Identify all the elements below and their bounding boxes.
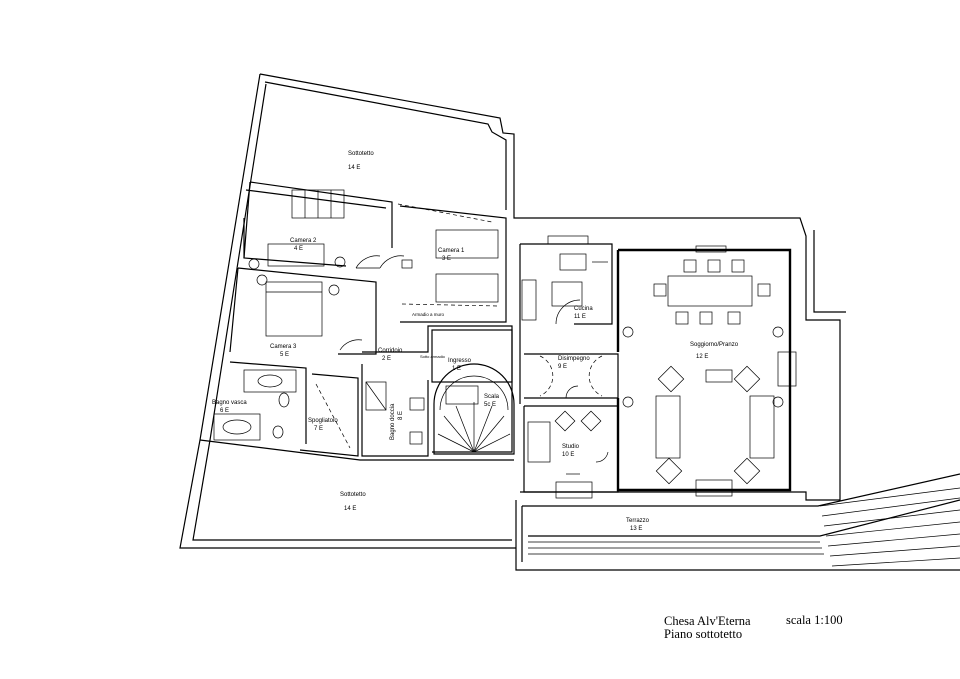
title-block: Chesa Alv'Eterna Piano sottotetto scala …	[664, 613, 843, 641]
project-title: Chesa Alv'Eterna	[664, 614, 751, 628]
room-code-terrazzo: 13 E	[630, 526, 642, 532]
sheet-title: Piano sottotetto	[664, 627, 742, 641]
scale-label: scala 1:100	[786, 613, 843, 627]
room-code-bagno-doccia: 8 E	[398, 411, 404, 420]
room-code-soggiorno: 12 E	[696, 354, 708, 360]
room-labels: Sottotetto 14 E Camera 2 4 E Camera 1 3 …	[212, 151, 739, 532]
room-label-camera-1: Camera 1	[438, 248, 465, 254]
room-code-camera-1: 3 E	[442, 256, 451, 262]
room-label-sottotetto-top: Sottotetto	[348, 151, 374, 157]
room-label-cucina: Cucina	[574, 306, 593, 312]
room-code-sottotetto-bottom: 14 E	[344, 506, 356, 512]
room-label-camera-2: Camera 2	[290, 238, 317, 244]
room-code-camera-2: 4 E	[294, 246, 303, 252]
room-label-scala: Scala	[484, 394, 500, 400]
room-code-studio: 10 E	[562, 452, 574, 458]
room-code-scala: 5c E	[484, 402, 496, 408]
room-code-camera-3: 5 E	[280, 352, 289, 358]
room-code-corridoio: 2 E	[382, 356, 391, 362]
note-armadio-a-muro: Armadio a muro	[412, 312, 445, 317]
room-label-soggiorno: Soggiorno/Pranzo	[690, 342, 739, 348]
room-label-bagno-vasca: Bagno vasca	[212, 400, 247, 406]
room-code-ingresso: 1 E	[452, 366, 461, 372]
room-label-terrazzo: Terrazzo	[626, 518, 650, 524]
room-label-studio: Studio	[562, 444, 580, 450]
room-code-bagno-vasca: 6 E	[220, 408, 229, 414]
outer-walls	[179, 73, 960, 571]
room-code-disimpegno: 9 E	[558, 364, 567, 370]
left-wing-walls	[199, 181, 515, 461]
room-label-bagno-doccia: Bagno doccia	[390, 403, 396, 440]
room-code-cucina: 11 E	[574, 314, 586, 320]
room-label-corridoio: Corridoio	[378, 348, 403, 354]
room-label-sottotetto-bottom: Sottotetto	[340, 492, 366, 498]
room-label-camera-3: Camera 3	[270, 344, 297, 350]
note-camera1-closet: Sotto armadio	[420, 354, 446, 359]
right-wing-walls	[519, 235, 960, 567]
room-code-spogliatoio: 7 E	[314, 426, 323, 432]
room-label-disimpegno: Disimpegno	[558, 356, 590, 362]
room-code-sottotetto-top: 14 E	[348, 165, 360, 171]
room-label-spogliatoio: Spogliatoio	[308, 418, 338, 424]
room-label-ingresso: Ingresso	[448, 358, 472, 364]
